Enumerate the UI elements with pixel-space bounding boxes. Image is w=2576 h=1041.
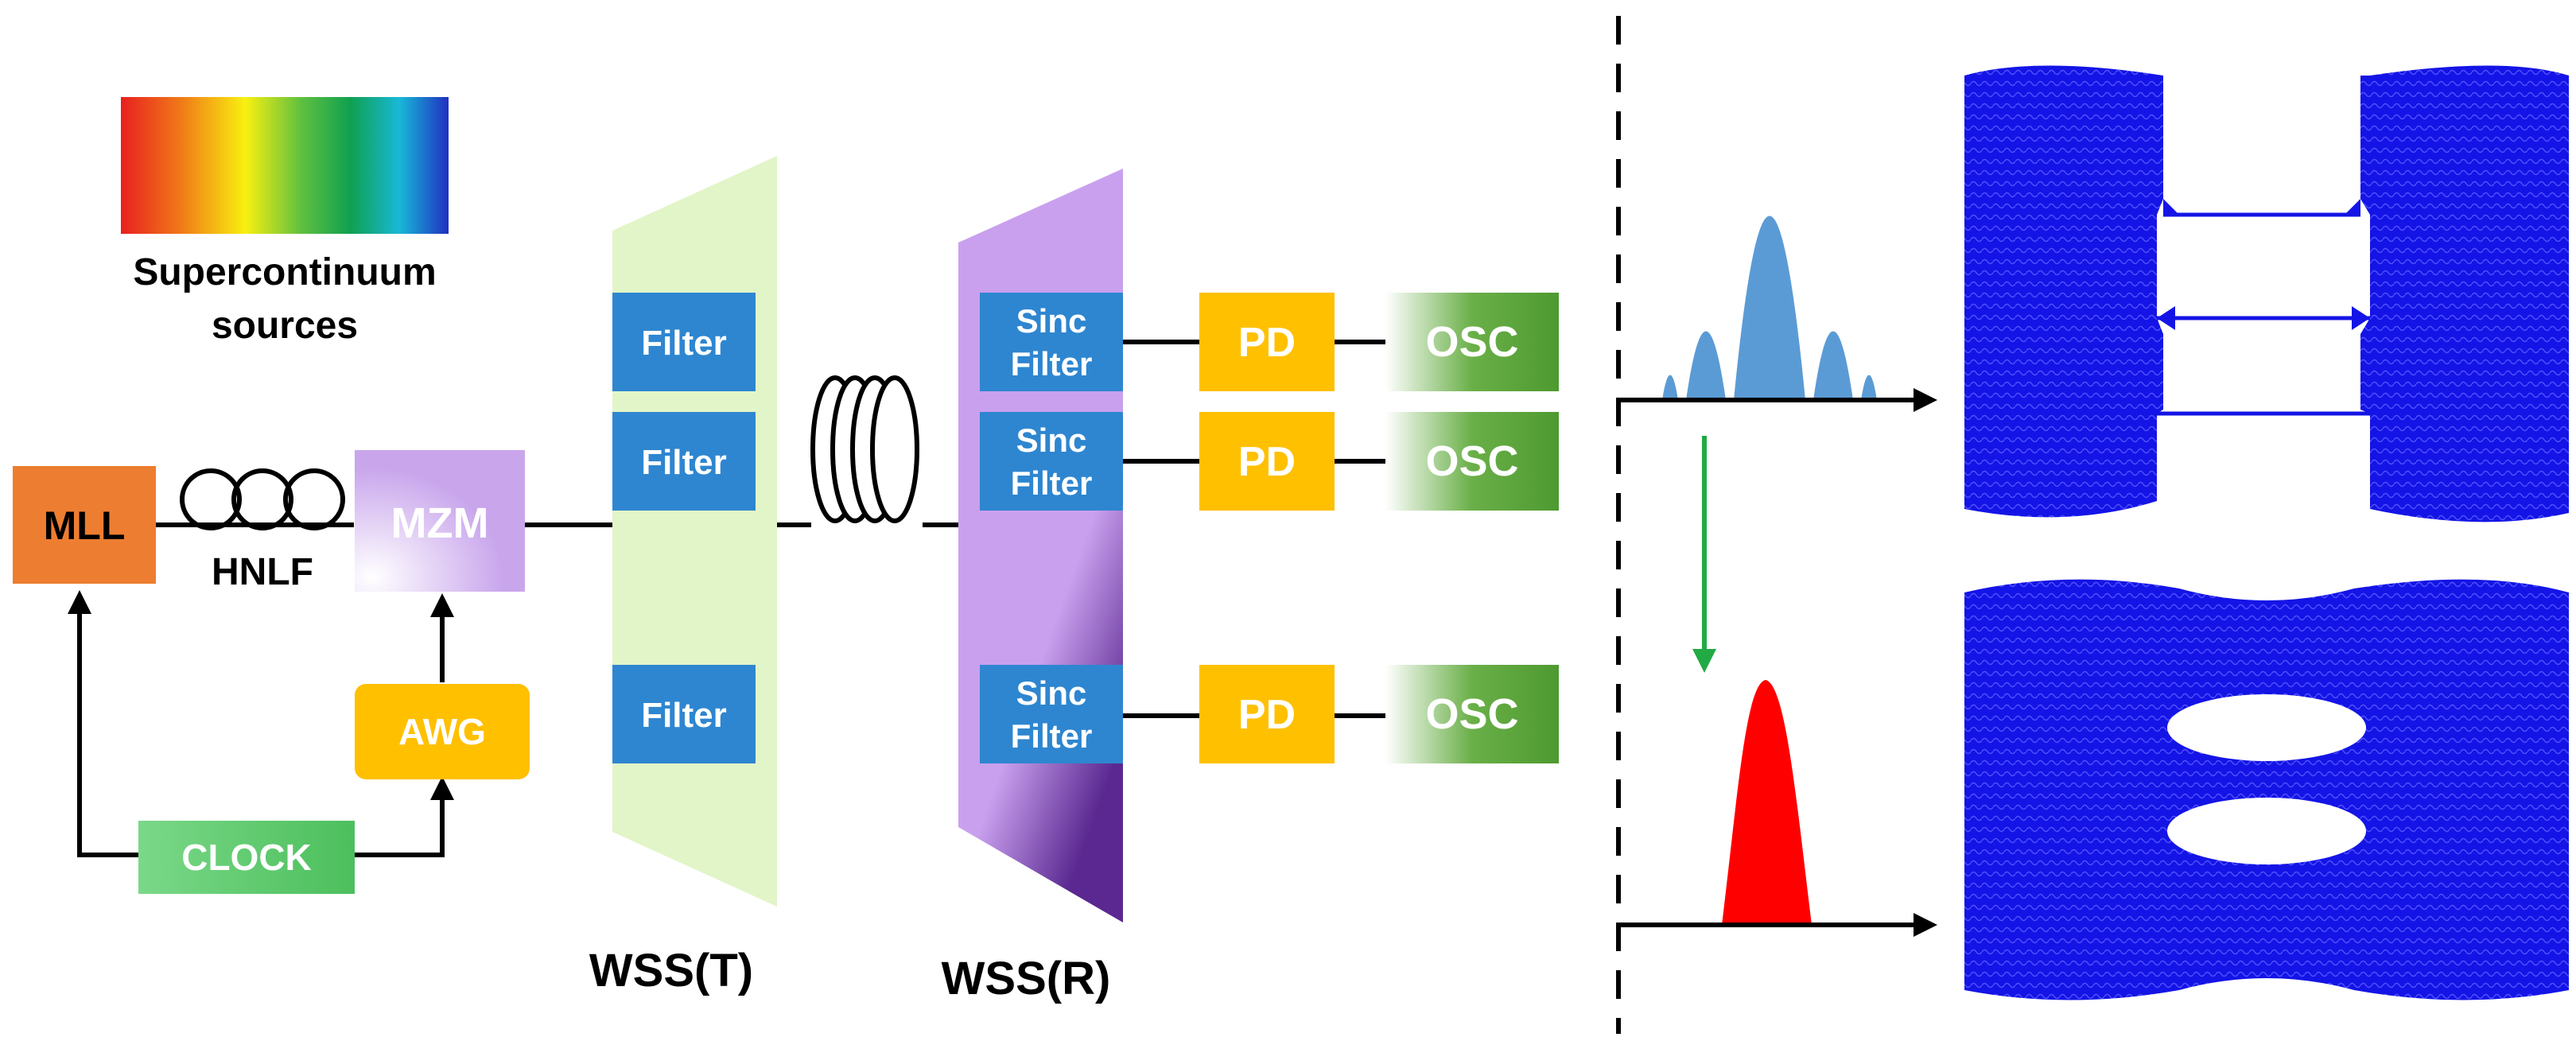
supercontinuum-spectrum	[121, 97, 449, 234]
filter-label-3: Filter	[641, 696, 727, 735]
osc-block-1: OSC	[1385, 293, 1559, 391]
wss-r-label: WSS(R)	[942, 953, 1111, 1004]
control-lines	[68, 590, 454, 857]
sinc-filter-label-2a: Sinc	[1016, 421, 1087, 459]
filter-block-1: Filter	[612, 293, 756, 391]
sinc-pulse-plot	[1618, 216, 1937, 412]
mll-label: MLL	[44, 503, 126, 548]
sinc-filter-label-1a: Sinc	[1016, 302, 1087, 340]
wss-t-block	[612, 156, 777, 907]
mzm-block	[355, 450, 525, 592]
eye-diagram-top	[1964, 65, 2569, 522]
osc-label-2: OSC	[1425, 437, 1518, 485]
sinc-filter-block-2: Sinc Filter	[980, 412, 1123, 511]
sinc-filter-label-3b: Filter	[1011, 717, 1093, 755]
pd-block-2: PD	[1199, 412, 1335, 511]
spectrum-caption-line2: sources	[212, 305, 358, 347]
sinc-pulse	[1662, 216, 1877, 400]
sinc-filter-block-1: Sinc Filter	[980, 293, 1123, 391]
awg-block	[355, 684, 530, 779]
pd-label-1: PD	[1238, 320, 1296, 366]
osc-label-1: OSC	[1425, 318, 1518, 366]
clock-label: CLOCK	[181, 837, 312, 878]
shaped-pulse-plot	[1618, 680, 1937, 937]
mzm-label: MZM	[391, 499, 489, 547]
shaped-pulse	[1722, 680, 1812, 925]
hnlf-label: HNLF	[212, 551, 313, 593]
filter-block-2: Filter	[612, 412, 756, 511]
awg-label: AWG	[398, 711, 486, 752]
wss-t-label: WSS(T)	[589, 945, 753, 996]
sinc-filter-label-1b: Filter	[1011, 345, 1093, 383]
pd-label-2: PD	[1238, 439, 1296, 485]
fiber-spool-icon	[810, 375, 919, 523]
osc-block-2: OSC	[1385, 412, 1559, 511]
mll-block	[13, 466, 156, 584]
clock-block	[138, 821, 355, 894]
spectrum-caption-line1: Supercontinuum	[133, 251, 436, 293]
filter-block-3: Filter	[612, 665, 756, 763]
osc-label-3: OSC	[1425, 690, 1518, 738]
eye-diagram-bottom	[1964, 579, 2569, 1000]
pd-label-3: PD	[1238, 692, 1296, 738]
wss-r-block	[958, 169, 1123, 923]
filter-label-1: Filter	[641, 324, 727, 363]
osc-block-3: OSC	[1385, 665, 1559, 763]
sinc-filter-block-3: Sinc Filter	[980, 665, 1123, 763]
pd-block-3: PD	[1199, 665, 1335, 763]
sinc-filter-label-2b: Filter	[1011, 464, 1093, 502]
hnlf-coil-icon	[180, 468, 345, 530]
filter-label-2: Filter	[641, 443, 727, 482]
sinc-filter-label-3a: Sinc	[1016, 674, 1087, 712]
pd-block-1: PD	[1199, 293, 1335, 391]
